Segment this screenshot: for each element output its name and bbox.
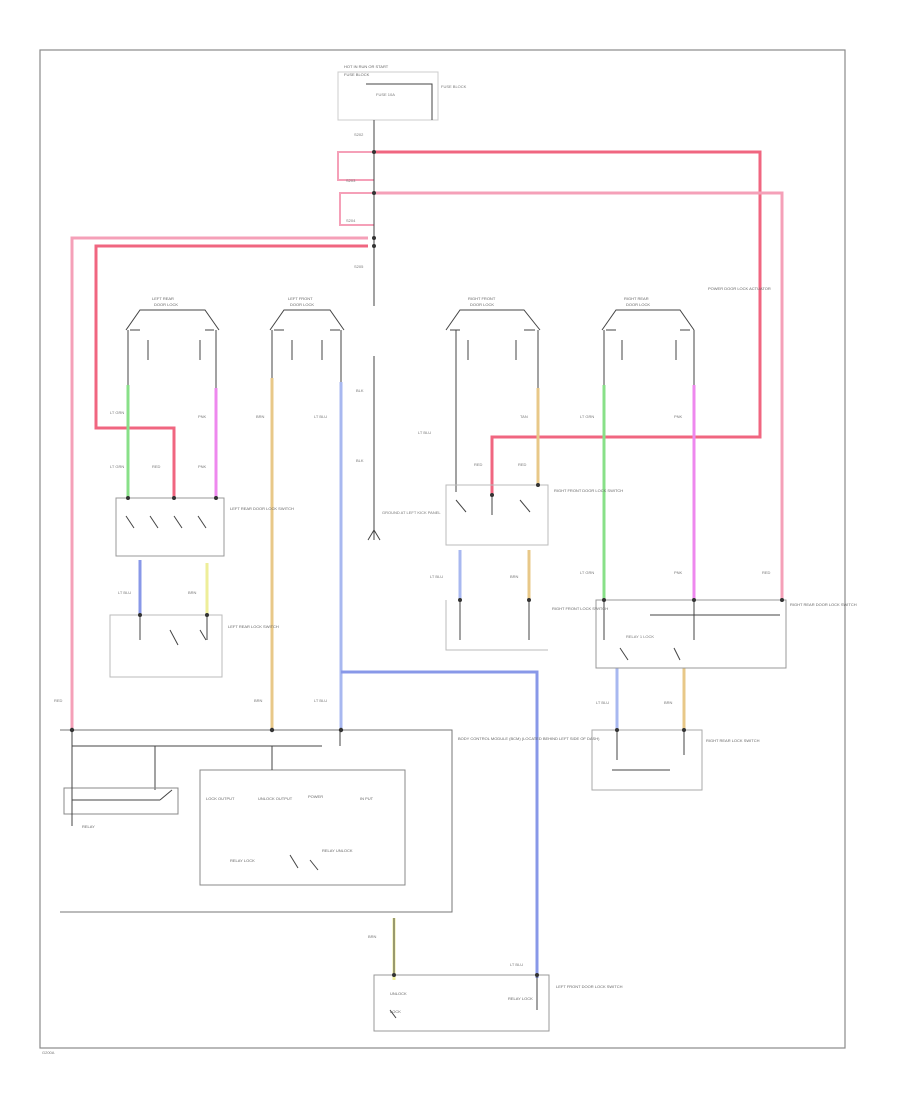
wire-label: BRN (256, 414, 265, 419)
wire-label: PNK (674, 570, 683, 575)
motor-lr-sub: DOOR LOCK (154, 302, 178, 307)
red-wire-left-feed (70, 236, 368, 730)
wire-label: LT GRN (580, 414, 594, 419)
wire-label: TAN (520, 414, 528, 419)
red-wire-rr-feed (374, 150, 762, 495)
rf-switch-box (445, 484, 549, 546)
wire-label: BLK (356, 458, 364, 463)
red-wire-splice-loop1 (337, 151, 374, 181)
relay-box (63, 787, 179, 815)
wire-label: LT GRN (580, 570, 594, 575)
wire-label: LT GRN (110, 410, 124, 415)
bcm-outline (60, 729, 453, 913)
rf-switch-label: RIGHT FRONT DOOR LOCK SWITCH (554, 488, 623, 493)
wire-label: LT BLU (314, 698, 327, 703)
motor-rf-sub: DOOR LOCK (470, 302, 494, 307)
motor-rr-shape (601, 309, 695, 385)
wire-label: PNK (198, 414, 207, 419)
lr-lock-switch-box (109, 614, 223, 678)
rr-motor-note: POWER DOOR LOCK ACTUATOR (708, 286, 771, 291)
bcm-lock-output: LOCK OUTPUT (206, 796, 235, 801)
bcm-input: IN PUT (360, 796, 374, 801)
wire-label: BRN (510, 574, 519, 579)
wire-label: LT BLU (118, 590, 131, 595)
bcm-unlock-relay: RELAY UNLOCK (322, 848, 353, 853)
motor-rf-title: RIGHT FRONT (468, 296, 496, 301)
fuse-block-box (337, 71, 439, 121)
lr-switch-label: LEFT REAR DOOR LOCK SWITCH (230, 506, 294, 511)
wire-label: RED (54, 698, 63, 703)
ground-note: GROUND AT LEFT KICK PANEL (382, 510, 441, 515)
wire-label: BLK (356, 388, 364, 393)
splice-label: S204 (346, 218, 356, 223)
fuse-block-line1: HOT IN RUN OR START (344, 64, 389, 69)
splice-label: S203 (346, 178, 356, 183)
bcm-inner-box (199, 769, 406, 886)
lr-switch-box (115, 497, 225, 557)
wire-label: PNK (198, 464, 207, 469)
rf-lock-switch-outline (445, 600, 548, 651)
motor-lr-title: LEFT REAR (152, 296, 174, 301)
left-switch-title: LEFT FRONT DOOR LOCK SWITCH (556, 984, 623, 989)
left-switch-upper: UNLOCK (390, 991, 407, 996)
bcm-title: BODY CONTROL MODULE (BCM) (LOCATED BEHIN… (458, 736, 600, 741)
wire-label: RED (152, 464, 161, 469)
fuse-block-inner (366, 83, 433, 120)
red-wire-splice-loop2 (339, 192, 374, 226)
wire-label: LT BLU (510, 962, 523, 967)
rr-switch-label: RIGHT REAR DOOR LOCK SWITCH (790, 602, 857, 607)
rr-lock-switch-label: RIGHT REAR LOCK SWITCH (706, 738, 760, 743)
black-wiring (60, 71, 787, 1032)
motor-lf-sub: DOOR LOCK (290, 302, 314, 307)
colored-wires (70, 150, 784, 980)
footer-id: G200A (42, 1050, 55, 1055)
fuse-block-line2: FUSE BLOCK (344, 72, 370, 77)
fuse-label: FUSE 10A (376, 92, 395, 97)
wire-label: LT GRN (110, 464, 124, 469)
wire-label: RED (474, 462, 483, 467)
splice-label: S202 (354, 132, 364, 137)
wire-label: RED (518, 462, 527, 467)
splice-dots (69, 150, 784, 977)
wire-label: LT BLU (430, 574, 443, 579)
bcm-relay: RELAY (82, 824, 95, 829)
blue-wire-bcm-to-ls (341, 670, 539, 978)
rr-switch-inner-label: RELAY 1 LOCK (626, 634, 654, 639)
left-switch-label: RELAY LOCK (508, 996, 533, 1001)
rf-lock-switch-label: RIGHT FRONT LOCK SWITCH (552, 606, 608, 611)
center-ground-stub (367, 529, 381, 541)
fuse-side-label: FUSE BLOCK (441, 84, 467, 89)
motor-lf-title: LEFT FRONT (288, 296, 313, 301)
wire-label: BRN (254, 698, 263, 703)
bcm-lock-relay: RELAY LOCK (230, 858, 255, 863)
wire-label: LT BLU (418, 430, 431, 435)
left-switch-lower: LOCK (390, 1009, 401, 1014)
rr-switch-box (595, 599, 787, 669)
motor-rf-shape (445, 309, 541, 492)
labels: HOT IN RUN OR START FUSE BLOCK FUSE 10A … (42, 64, 857, 1055)
wire-label: BRN (664, 700, 673, 705)
red-wire-rr-switch-feed (374, 191, 784, 600)
bcm-power: POWER (308, 794, 323, 799)
wire-label: BRN (188, 590, 197, 595)
bcm-unlock-output: UNLOCK OUTPUT (258, 796, 293, 801)
motor-rr-title: RIGHT REAR (624, 296, 649, 301)
wire-label: RED (762, 570, 771, 575)
motor-lf-shape (269, 309, 345, 382)
lr-lock-switch-label: LEFT REAR LOCK SWITCH (228, 624, 279, 629)
left-switch-box (373, 974, 550, 1032)
wire-label: PNK (674, 414, 683, 419)
wire-label: BRN (368, 934, 377, 939)
rr-lock-switch-box (591, 729, 703, 791)
motor-lr-shape (125, 309, 220, 388)
motor-rr-sub: DOOR LOCK (626, 302, 650, 307)
splice-label: S205 (354, 264, 364, 269)
diagram-frame (39, 49, 846, 1049)
wire-label: LT BLU (314, 414, 327, 419)
red-wire-lr-switch-feed (94, 244, 368, 498)
wire-label: LT BLU (596, 700, 609, 705)
